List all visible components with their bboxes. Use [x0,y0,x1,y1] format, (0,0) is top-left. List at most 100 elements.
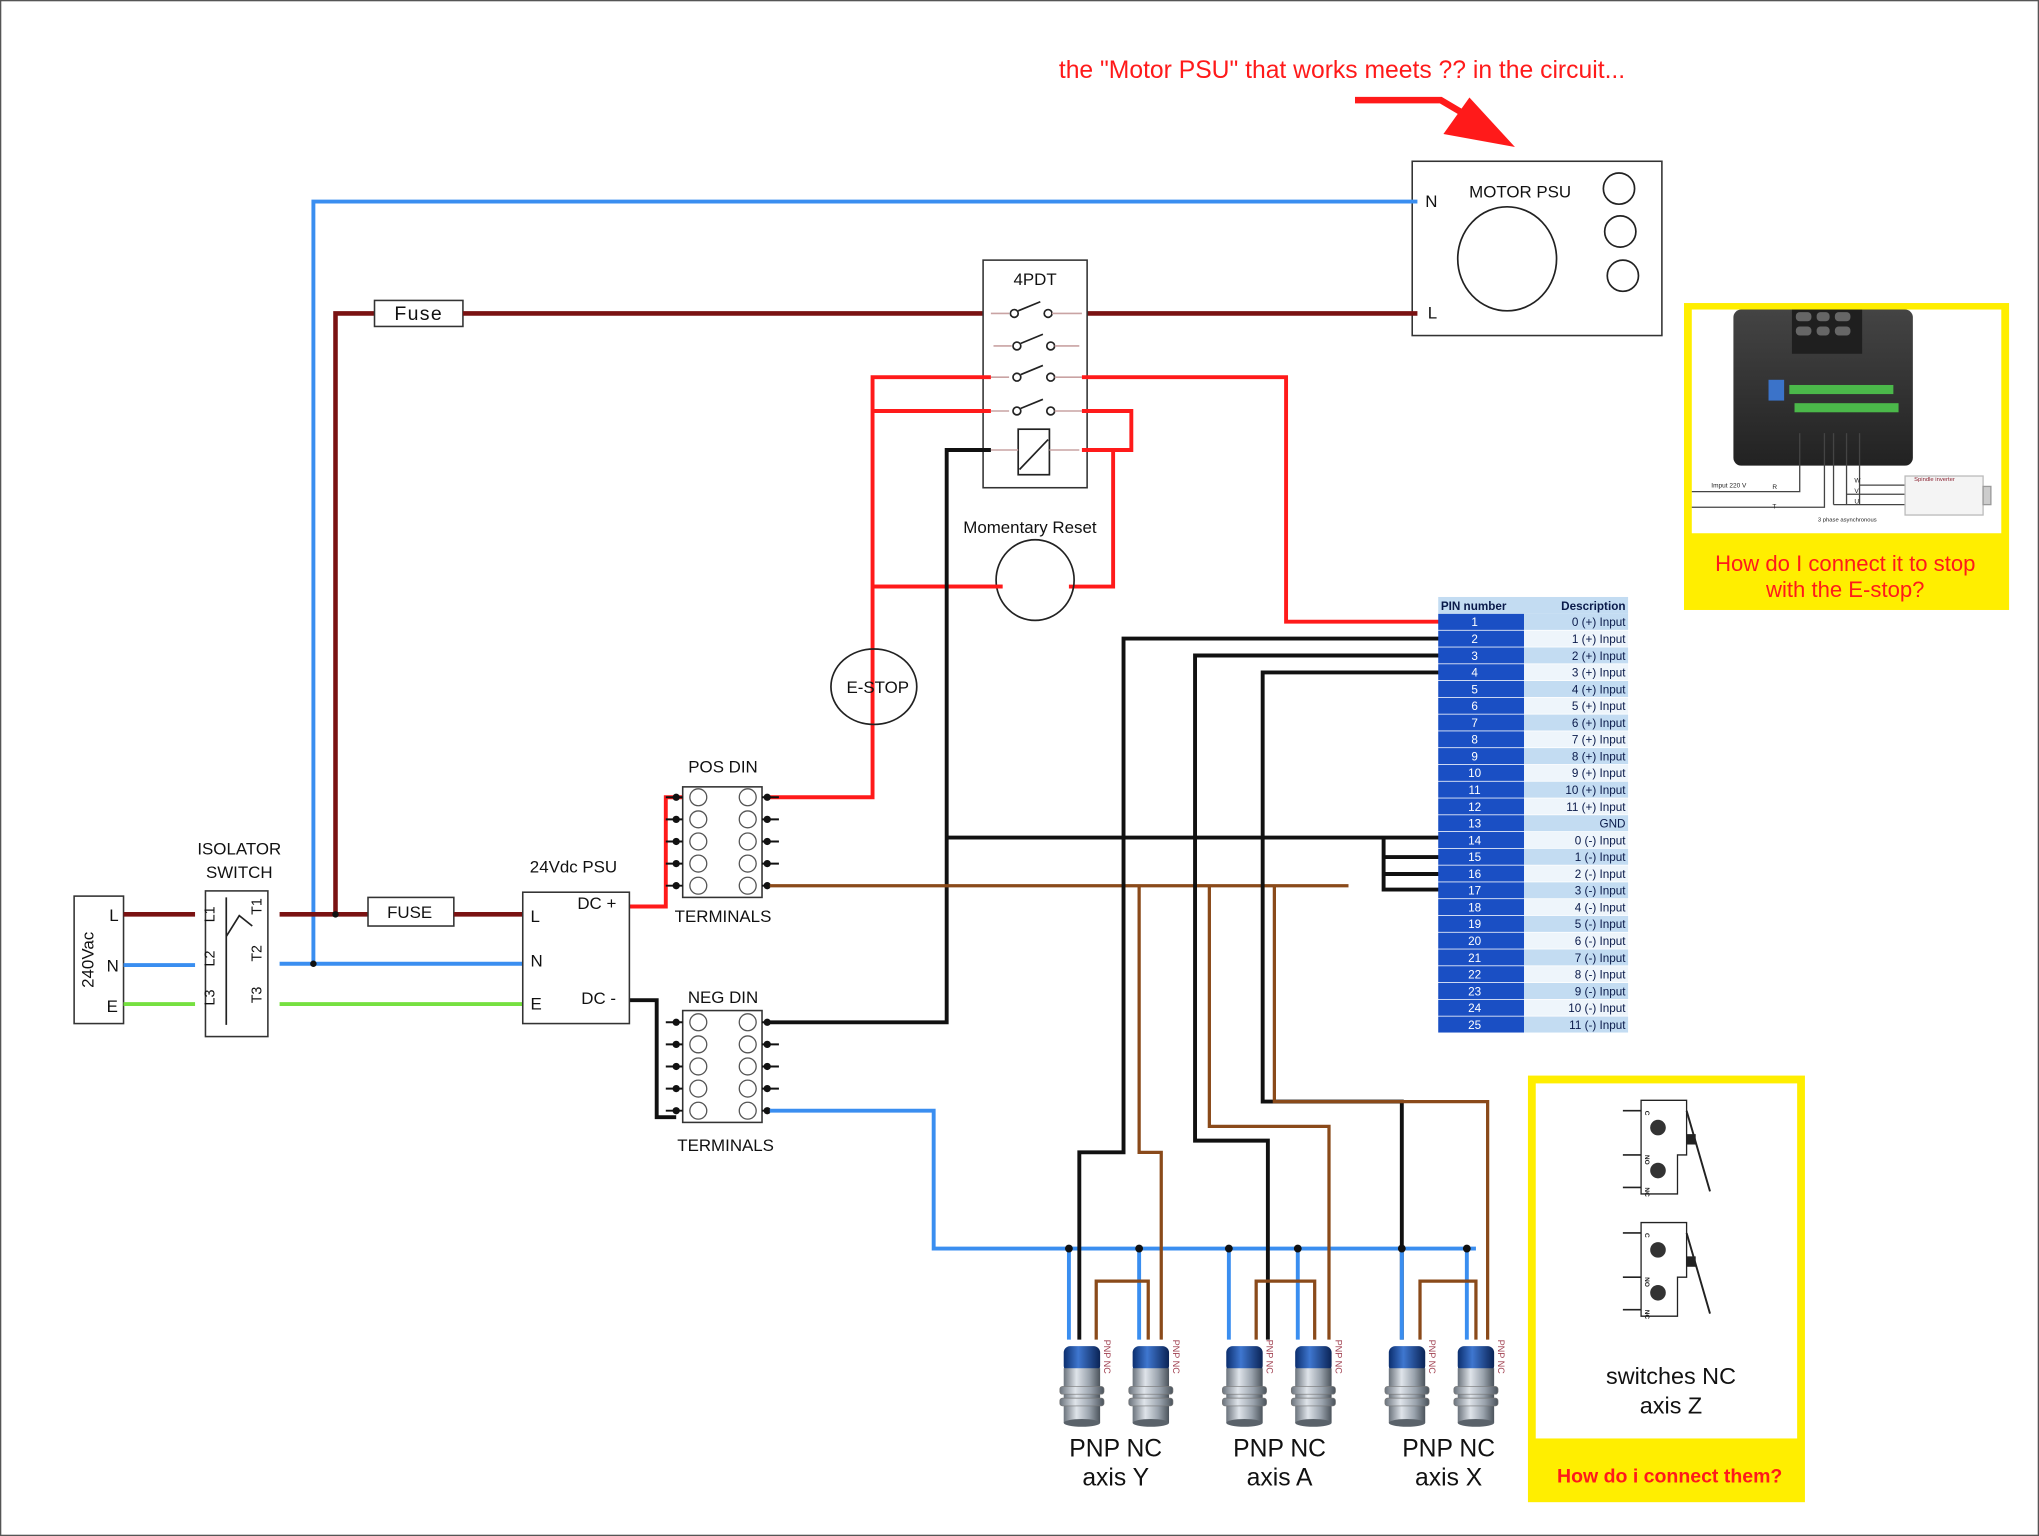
wire-sensor-blue-drops [1066,1248,1469,1340]
wire-psu-dcminus [628,998,677,1120]
wire-pin2-axis-y [1077,636,1454,1340]
isolator-pin-t1: T1 [249,898,265,915]
pos-din-terminal [665,810,779,829]
pos-din-title: POS DIN [688,758,757,777]
fuse-top-label: Fuse [394,303,443,325]
sensor-group-x-line2: axis X [1415,1464,1482,1491]
pin-table-header-desc: Description [1561,600,1625,613]
ac-pin-e: E [107,997,118,1016]
pin-number: 5 [1471,683,1478,696]
pin-table-row: 23 9 (-) Input [1438,982,1629,999]
inverter-u-label: U [1854,498,1859,505]
pin-number: 17 [1468,885,1481,898]
pin-description: 6 (+) Input [1572,717,1626,730]
fuse-main-label: FUSE [387,903,432,922]
pos-din-terminal [665,876,779,895]
switch-caption-1: switches NC [1606,1363,1736,1389]
wire-sensor-negative-bus [769,1108,1476,1251]
relay-contact-icon [990,364,1082,382]
pin-description: 11 (-) Input [1569,1019,1626,1032]
micro-switch-pin-label: NO [1643,1277,1650,1287]
pin-number: 16 [1468,868,1481,881]
sensor-tag: PNP NC [1265,1340,1275,1375]
wire-axis-a-return [1207,885,1331,1340]
sensor-tag: PNP NC [1496,1340,1506,1375]
inverter-question-line1: How do I connect it to stop [1715,551,1975,576]
pin-description: 9 (-) Input [1575,985,1626,998]
proximity-sensor-icon: PNP NC [1384,1340,1437,1427]
wire-coil-negative [769,448,991,1025]
pin-table-header-pin: PIN number [1441,600,1507,613]
psu24-dc-plus: DC + [577,894,616,913]
sensor-group-a-line2: axis A [1247,1464,1313,1491]
pin-table-row: 25 11 (-) Input [1438,1016,1629,1033]
wire-axis-x-return [1272,885,1490,1340]
psu24-pin-n: N [531,951,543,970]
estop-button[interactable] [830,648,918,726]
proximity-sensor-icon: PNP NC [1222,1340,1275,1427]
pin-number: 10 [1468,767,1481,780]
psu24-pin-e: E [531,994,542,1013]
pin-number: 4 [1471,667,1478,680]
pin-description: GND [1599,818,1625,831]
pin-description: 9 (+) Input [1572,767,1626,780]
pin-number: 2 [1471,633,1478,646]
motor-psu-knob-icon [1603,215,1637,248]
neg-din-footer: TERMINALS [677,1136,774,1155]
inverter-input-label: Imput 220 V [1711,483,1747,490]
annotation-note: the "Motor PSU" that works meets ?? in t… [1059,57,1625,84]
pin-description: 7 (+) Input [1572,734,1626,747]
micro-switch-pin-label: NO [1643,1155,1650,1165]
relay-contact-icon [993,333,1080,351]
micro-switch-pin-label: NC [1643,1310,1650,1320]
sensor-group-x-line1: PNP NC [1402,1436,1495,1463]
pin-table-row: 10 9 (+) Input [1438,764,1629,781]
neg-din-terminal [665,1013,779,1032]
wire-y-series [1094,1279,1150,1340]
relay-4pdt: 4PDT [982,259,1088,489]
sensor-group-y-line1: PNP NC [1069,1436,1162,1463]
pin-description: 7 (-) Input [1575,952,1626,965]
wire-live-up [333,311,375,915]
pin-description: 10 (+) Input [1565,784,1626,797]
pin-description: 1 (-) Input [1575,851,1626,864]
pin-table-row: 8 7 (+) Input [1438,731,1629,748]
sensor-group-y-line2: axis Y [1082,1464,1149,1491]
pin-description: 0 (-) Input [1575,834,1626,847]
proximity-sensor-icon: PNP NC [1290,1340,1343,1427]
proximity-sensor-icon: PNP NC [1059,1340,1112,1427]
momentary-reset-button[interactable] [995,538,1075,622]
pin-number: 25 [1468,1019,1481,1032]
motor-psu-knob-icon [1606,259,1640,293]
pin-description: 4 (-) Input [1575,901,1626,914]
relay-contact-icon [990,398,1082,416]
pin-number: 23 [1468,985,1481,998]
pin-description: 5 (+) Input [1572,700,1626,713]
pin-number: 8 [1471,734,1478,747]
wire-pin3-axis-a [1193,653,1454,1340]
wire-x-series [1418,1279,1478,1340]
pin-description: 8 (-) Input [1575,969,1626,982]
pos-din-terminal [665,788,779,807]
motor-psu-knob-icon [1602,172,1636,206]
pin-description: 10 (-) Input [1568,1002,1626,1015]
pin-number: 6 [1471,700,1478,713]
isolator-pin-l3: L3 [203,990,219,1006]
inverter-photo: Imput 220 V R T W V U 3 phase asynchrono… [1691,309,1992,524]
junction-dot [310,960,317,967]
psu-24vdc: 24Vdc PSU L N E DC + DC - [521,858,631,1025]
pin-number: 24 [1468,1002,1481,1015]
motor-psu-fan-icon [1456,205,1558,312]
inverter-t-label: T [1772,504,1776,511]
inverter-w-label: W [1854,478,1861,485]
